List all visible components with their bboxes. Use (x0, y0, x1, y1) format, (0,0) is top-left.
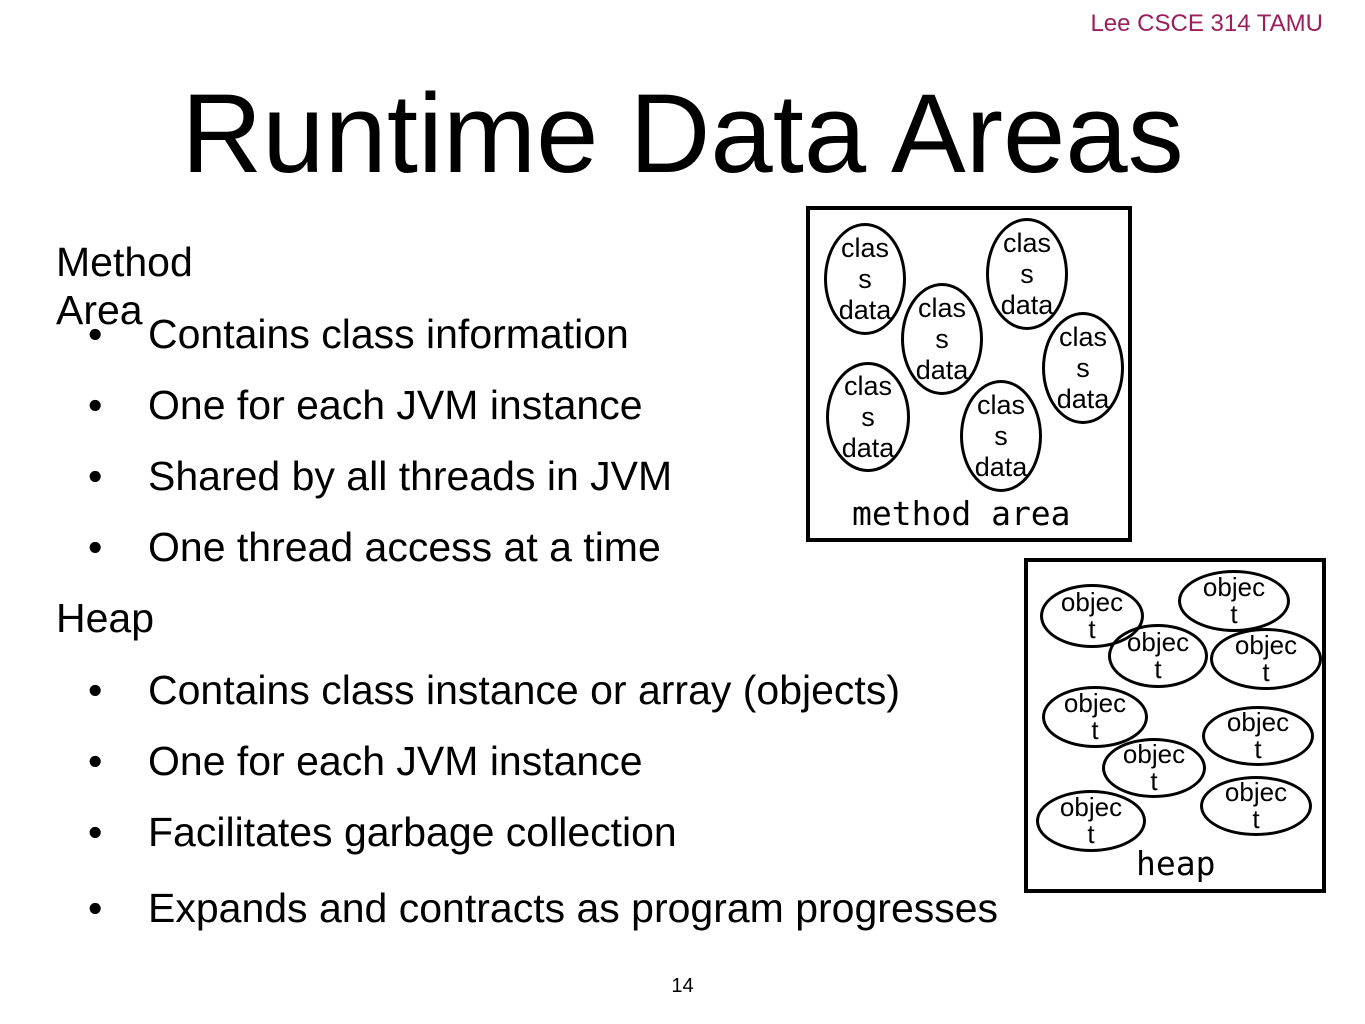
object-label: objec t (1126, 627, 1190, 684)
method-area-diagram: clas s data clas s data clas s data clas… (806, 206, 1132, 542)
class-data-blob: clas s data (960, 380, 1042, 492)
object-label: objec t (1202, 572, 1266, 629)
method-area-bullet-2: One for each JVM instance (88, 381, 642, 429)
method-area-bullet-3: Shared by all threads in JVM (88, 452, 672, 500)
class-data-blob: clas s data (824, 223, 906, 335)
object-blob: objec t (1042, 686, 1148, 748)
object-blob: objec t (1200, 776, 1312, 836)
heap-heading: Heap (56, 595, 155, 641)
object-label: objec t (1060, 587, 1124, 644)
object-blob: objec t (1040, 584, 1144, 648)
heap-label: heap (1136, 844, 1216, 883)
class-data-blob: clas s data (1042, 312, 1124, 424)
class-data-label: clas s data (1000, 227, 1054, 320)
object-label: objec t (1226, 707, 1290, 764)
object-blob: objec t (1036, 790, 1146, 852)
object-blob: objec t (1202, 706, 1314, 766)
object-blob: objec t (1210, 628, 1322, 690)
slide-title: Runtime Data Areas (181, 71, 1184, 196)
method-area-bullet-1: Contains class information (88, 310, 629, 358)
object-blob: objec t (1108, 624, 1208, 688)
heap-bullet-3: Facilitates garbage collection (88, 808, 677, 856)
object-label: objec t (1234, 630, 1298, 687)
heap-bullet-1: Contains class instance or array (object… (88, 666, 900, 714)
class-data-blob: clas s data (826, 362, 910, 472)
method-area-label: method area (852, 494, 1071, 533)
class-data-label: clas s data (1056, 321, 1110, 414)
course-header: Lee CSCE 314 TAMU (1090, 10, 1323, 37)
class-data-label: clas s data (838, 232, 892, 325)
heap-bullet-2: One for each JVM instance (88, 737, 642, 785)
class-data-label: clas s data (841, 370, 895, 463)
heap-bullet-4: Expands and contracts as program progres… (88, 884, 998, 932)
class-data-label: clas s data (915, 292, 969, 385)
object-blob: objec t (1178, 570, 1290, 632)
page-number: 14 (671, 975, 694, 997)
class-data-blob: clas s data (901, 283, 983, 395)
object-label: objec t (1063, 688, 1127, 745)
object-label: objec t (1059, 792, 1123, 849)
object-label: objec t (1224, 777, 1288, 834)
heap-diagram: objec t objec t objec t objec t objec t … (1024, 558, 1326, 893)
method-area-bullet-4: One thread access at a time (88, 523, 661, 571)
object-blob: objec t (1102, 738, 1206, 798)
object-label: objec t (1122, 739, 1186, 796)
class-data-label: clas s data (974, 389, 1028, 482)
class-data-blob: clas s data (986, 218, 1068, 330)
